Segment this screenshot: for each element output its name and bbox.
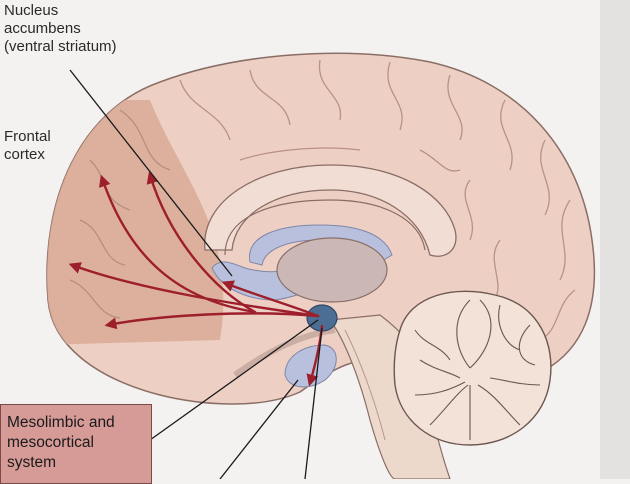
nucleus-accumbens-leader [69, 69, 233, 277]
corpus-callosum [204, 164, 457, 257]
legend-leader-2 [219, 379, 299, 479]
legend-line-2: mesocortical [7, 434, 94, 451]
amygdala [284, 344, 337, 388]
caudate-arc [249, 224, 393, 266]
frontal-cortex-line-1: Frontal [4, 128, 51, 145]
page-shade [600, 0, 630, 479]
nucleus-accumbens-label: Nucleus accumbens (ventral striatum) [4, 2, 117, 56]
nucleus-accumbens-line-1: Nucleus [4, 2, 59, 19]
fornix-tract [233, 327, 336, 378]
legend-leader-3 [304, 327, 323, 479]
cerebellum [393, 290, 552, 446]
dopamine-pathways [68, 171, 324, 387]
legend-line-1: Mesolimbic and [7, 414, 115, 431]
thalamus [276, 237, 388, 303]
nucleus-accumbens-line-2: accumbens [4, 20, 81, 37]
legend-leader-1 [149, 319, 319, 441]
mesolimbic-legend: Mesolimbic and mesocortical system [0, 404, 152, 484]
frontal-cortex-line-2: cortex [4, 146, 45, 163]
frontal-cortex-label: Frontal cortex [4, 128, 51, 164]
inner-arc [224, 199, 426, 256]
leader-lines [69, 69, 323, 479]
midbrain-line [344, 329, 386, 441]
legend-line-3: system [7, 454, 57, 471]
cortical-folds [69, 59, 576, 341]
nucleus-accumbens-line-3: (ventral striatum) [4, 38, 117, 55]
